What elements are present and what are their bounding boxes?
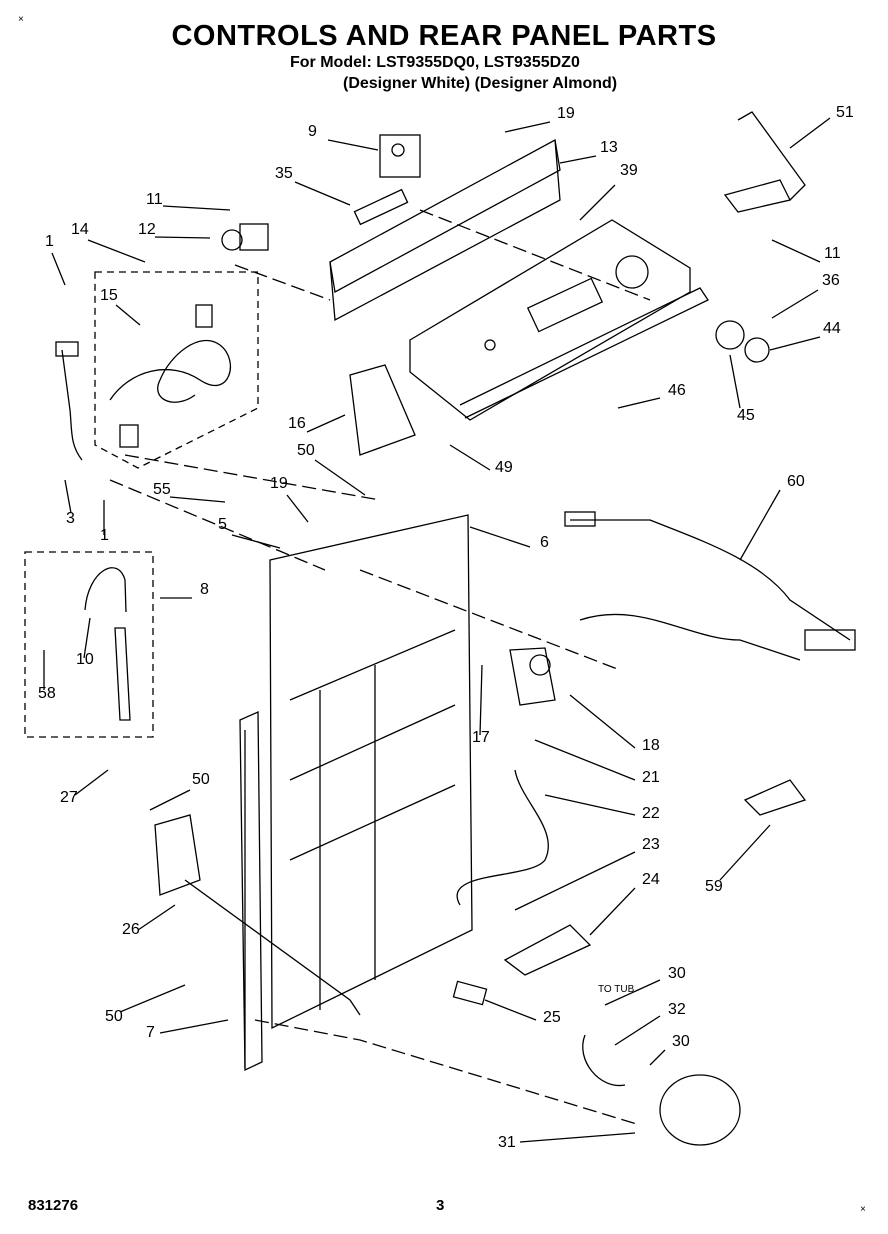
hose-corrugated [114,627,131,721]
callout-35: 35 [275,165,293,182]
hose-32 [582,1034,626,1087]
knob-hole [615,255,649,289]
callout-50: 50 [297,442,315,459]
callout-17: 17 [472,729,490,746]
callout-44: 44 [823,320,841,337]
callout-50: 50 [105,1008,123,1025]
callout-30: 30 [672,1033,690,1050]
callout-22: 22 [642,805,660,822]
callout-16: 16 [288,415,306,432]
pump [659,1074,741,1146]
bracket-24 [503,924,592,976]
corner-mark-top-left: × [18,14,24,25]
callout-13: 13 [600,139,618,156]
callout-27: 27 [60,789,78,806]
leader-lines [43,117,831,1143]
control-panel-lower [459,287,709,419]
pressure-switch [221,229,243,251]
bracket-59 [743,779,807,816]
control-panel [409,219,691,421]
dashed-lines [109,209,651,1126]
callout-10: 10 [76,651,94,668]
callout-19: 19 [557,105,575,122]
document-number: 831276 [28,1197,79,1214]
callout-1: 1 [45,233,54,250]
callout-3: 3 [66,510,75,527]
callout-51: 51 [836,104,854,121]
knob-44 [744,337,770,363]
dashed-box-14 [94,271,259,469]
callout-18: 18 [642,737,660,754]
callout-19: 19 [270,475,288,492]
callout-60: 60 [787,473,805,490]
dashed-box-8 [24,551,154,738]
variant-line: (Designer White) (Designer Almond) [343,75,618,92]
callout-7: 7 [146,1024,155,1041]
corner-mark-bottom-right: × [860,1204,866,1215]
callout-39: 39 [620,162,638,179]
callout-23: 23 [642,836,660,853]
label-plate-35 [353,188,409,226]
callout-26: 26 [122,921,140,938]
callout-58: 58 [38,685,56,702]
callout-14: 14 [71,221,89,238]
water-valve [509,647,556,706]
callout-30: 30 [668,965,686,982]
callout-11: 11 [824,245,841,262]
to-tub-note: TO TUB [598,984,635,995]
console-bracket-face [329,139,561,322]
knob-45 [715,320,745,350]
callout-21: 21 [642,769,660,786]
callout-11: 11 [146,191,163,208]
side-frame-7 [239,711,263,1072]
callout-8: 8 [200,581,209,598]
callout-55: 55 [153,481,171,498]
wire-harness-60 [570,519,851,661]
callout-6: 6 [540,534,549,551]
model-line: For Model: LST9355DQ0, LST9355DZ0 [290,54,580,71]
callout-12: 12 [138,221,156,238]
rear-panel [269,514,473,1030]
page-number: 3 [436,1197,445,1214]
callout-9: 9 [308,123,317,140]
switch-9 [379,134,421,178]
callout-59: 59 [705,878,723,895]
bracket-16 [349,364,416,456]
wire-harness-15 [109,339,232,403]
button-hole [484,339,496,351]
callout-24: 24 [642,871,660,888]
callout-1: 1 [100,527,109,544]
callout-15: 15 [100,287,118,304]
drain-hose [184,879,361,1016]
callout-46: 46 [668,382,686,399]
hose-22 [456,769,549,906]
page-title: CONTROLS AND REAR PANEL PARTS [171,20,717,52]
callout-45: 45 [737,407,755,424]
callout-50: 50 [192,771,210,788]
console-bracket [329,138,561,294]
callout-32: 32 [668,1001,686,1018]
fill-hose-3 [61,349,83,461]
callout-31: 31 [498,1134,516,1151]
callout-labels: 9191339513511121411136154446451650496055… [38,104,854,1151]
clip-25 [452,980,488,1006]
cover-26 [154,814,201,896]
callout-49: 49 [495,459,513,476]
hose-10 [84,567,127,613]
display-window [526,277,604,333]
callout-36: 36 [822,272,840,289]
rear-panel-rib [289,629,456,1010]
callout-25: 25 [543,1009,561,1026]
callout-5: 5 [218,516,227,533]
bracket-51 [723,179,791,213]
